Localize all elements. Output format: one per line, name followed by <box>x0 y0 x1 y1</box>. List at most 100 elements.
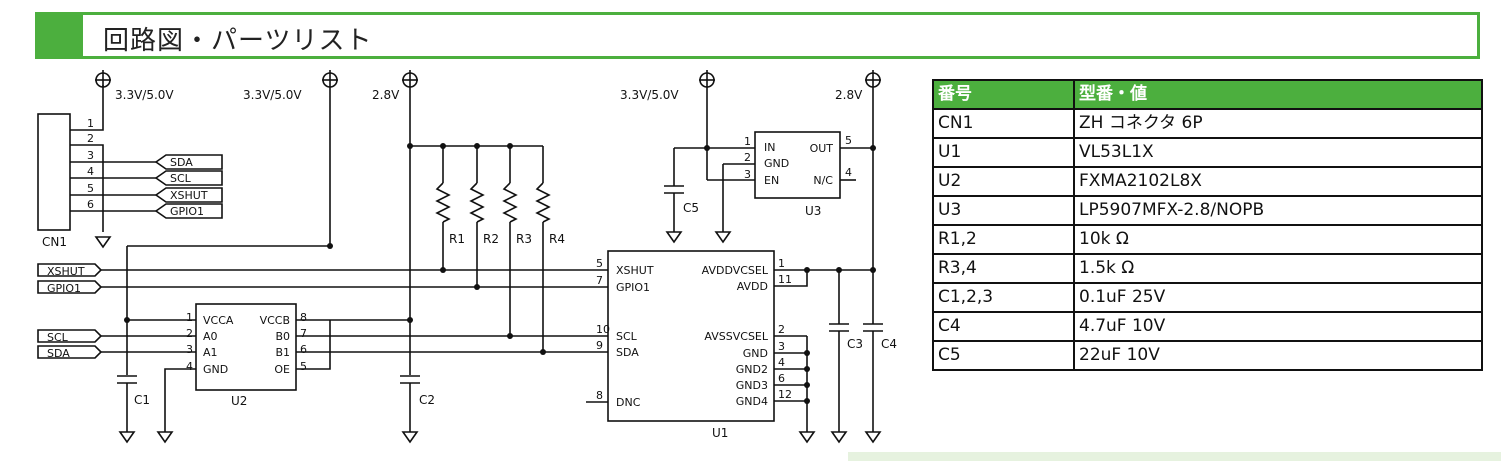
ground-symbol <box>798 431 816 444</box>
part-value: FXMA2102L8X <box>1073 166 1483 197</box>
capacitor-label: C2 <box>419 393 435 407</box>
u1-pin-label: SCL <box>616 330 638 343</box>
u3-pin-label: IN <box>764 141 775 154</box>
u1-pin-label: XSHUT <box>616 264 654 277</box>
part-value: VL53L1X <box>1073 137 1483 168</box>
u1-pin-label: AVDD <box>737 280 768 293</box>
cn1-ref-label: CN1 <box>42 235 67 249</box>
cn1-pin-number: 4 <box>87 165 94 178</box>
u3-pin-label: EN <box>764 174 779 187</box>
ground-symbol <box>401 431 419 444</box>
part-ref: U3 <box>932 195 1075 226</box>
u1-pin-number: 8 <box>596 389 603 402</box>
part-value: 1.5k Ω <box>1073 253 1483 284</box>
u2-pin-number: 1 <box>186 311 193 324</box>
u1-pin-number: 11 <box>778 273 792 286</box>
part-value: 10k Ω <box>1073 224 1483 255</box>
cn1-pin-number: 3 <box>87 149 94 162</box>
u3-pin-number: 3 <box>744 168 751 181</box>
u1-pin-number: 2 <box>778 323 785 336</box>
ground-symbol <box>118 431 136 444</box>
capacitor-label: C5 <box>683 201 699 215</box>
column-header-number: 番号 <box>932 79 1075 110</box>
u2-ref-label: U2 <box>231 394 247 408</box>
power-label: 2.8V <box>835 88 863 102</box>
part-value: 0.1uF 25V <box>1073 282 1483 313</box>
part-value: ZH コネクタ 6P <box>1073 108 1483 139</box>
u1-pin-number: 3 <box>778 340 785 353</box>
capacitor-label: C3 <box>847 337 863 351</box>
power-symbol-cn1 <box>95 70 111 88</box>
part-ref: U1 <box>932 137 1075 168</box>
resistor-label: R4 <box>549 232 565 246</box>
cn1-signal-label: SCL <box>170 172 192 185</box>
cn1-pin-number: 1 <box>87 117 94 130</box>
cn1-signal-label: SDA <box>170 156 193 169</box>
cn1-pin-number: 5 <box>87 182 94 195</box>
u1-pin-label: GND <box>743 347 768 360</box>
part-value: 4.7uF 10V <box>1073 311 1483 342</box>
u3-pin-number: 1 <box>744 135 751 148</box>
u1-pin-number: 5 <box>596 257 603 270</box>
power-label: 3.3V/5.0V <box>243 88 302 102</box>
resistor-r2 <box>469 146 485 286</box>
u1-pin-label: AVSSVCSEL <box>704 330 768 343</box>
ground-symbol <box>714 231 732 244</box>
power-label: 2.8V <box>372 88 400 102</box>
u1-pin-number: 12 <box>778 388 792 401</box>
part-ref: C4 <box>932 311 1075 342</box>
power-label: 3.3V/5.0V <box>620 88 679 102</box>
ground-symbol <box>156 431 174 444</box>
u1-pin-number: 4 <box>778 356 785 369</box>
ground-symbol <box>665 231 683 244</box>
u1-pin-label: AVDDVCSEL <box>702 264 769 277</box>
part-value: 22uF 10V <box>1073 340 1483 371</box>
u2-pin-label: VCCA <box>203 314 234 327</box>
u2-pin-label: B1 <box>275 346 290 359</box>
u1-pin-label: GND3 <box>736 379 768 392</box>
u2-ic-body <box>195 303 297 391</box>
power-symbol-u3-in <box>699 70 715 88</box>
u2-pin-number: 3 <box>186 343 193 356</box>
port-label: GPIO1 <box>47 282 81 295</box>
u2-pin-number: 2 <box>186 327 193 340</box>
resistor-label: R3 <box>516 232 532 246</box>
u3-pin-number: 5 <box>845 134 852 147</box>
u1-pin-label: GND2 <box>736 363 768 376</box>
junction-dots <box>124 143 876 404</box>
part-ref: C5 <box>932 340 1075 371</box>
header-accent-bar <box>38 15 83 56</box>
ground-symbol <box>94 236 112 249</box>
u2-pin-number: 5 <box>300 360 307 373</box>
u3-pin-number: 4 <box>845 166 852 179</box>
u3-pin-label: OUT <box>810 142 834 155</box>
part-ref: U2 <box>932 166 1075 197</box>
u3-ref-label: U3 <box>805 204 821 218</box>
u3-pin-number: 2 <box>744 151 751 164</box>
u1-pin-label: SDA <box>616 346 639 359</box>
footer-panel <box>848 452 1501 461</box>
u1-pin-number: 9 <box>596 339 603 352</box>
u2-pin-label: A0 <box>203 330 218 343</box>
port-label: SCL <box>47 331 69 344</box>
parts-table-header-row: 番号 型番・値 <box>932 79 1483 110</box>
u1-pin-label: DNC <box>616 396 641 409</box>
circuit-schematic: 3.3V/5.0V3.3V/5.0V2.8V3.3V/5.0V2.8V12345… <box>37 70 897 444</box>
cn1-signal-label: XSHUT <box>170 189 208 202</box>
u1-pin-label: GPIO1 <box>616 281 650 294</box>
u2-pin-number: 7 <box>300 327 307 340</box>
u1-pin-number: 10 <box>596 323 610 336</box>
u2-pin-label: OE <box>274 363 290 376</box>
u2-pin-label: GND <box>203 363 228 376</box>
schematic-wires <box>37 70 883 444</box>
u1-pin-number: 6 <box>778 372 785 385</box>
part-value: LP5907MFX-2.8/NOPB <box>1073 195 1483 226</box>
u2-pin-label: B0 <box>275 330 290 343</box>
page-title: 回路図・パーツリスト <box>103 26 373 56</box>
part-ref: R3,4 <box>932 253 1075 284</box>
